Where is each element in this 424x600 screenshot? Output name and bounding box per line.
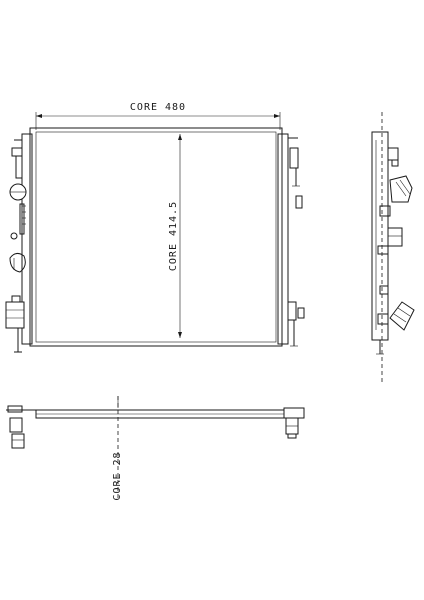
core-depth-label: CORE 28	[112, 451, 123, 500]
radiator-core	[29, 127, 283, 347]
side-cap	[389, 175, 413, 203]
core-width-label: CORE 480	[130, 102, 186, 113]
left-tank	[21, 133, 33, 345]
top-left-fitting	[11, 433, 25, 449]
outlet-fitting	[5, 301, 25, 329]
side-view	[371, 112, 415, 384]
front-view: CORE 480 CORE 414.5	[5, 102, 305, 353]
core-height-label: CORE 414.5	[168, 201, 179, 271]
right-tank	[277, 133, 289, 345]
side-outlet-pipe	[389, 301, 415, 331]
top-view: CORE 28	[6, 396, 305, 501]
drain-fitting	[9, 252, 26, 273]
side-tank	[371, 131, 389, 341]
